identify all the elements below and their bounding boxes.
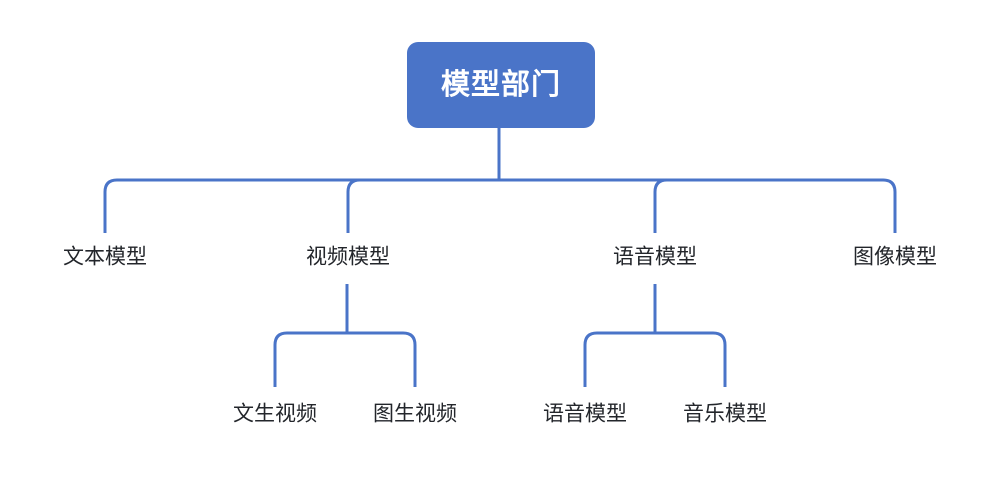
connector-video-subbus bbox=[273, 331, 417, 387]
node-image-model[interactable]: 图像模型 bbox=[853, 245, 937, 269]
connector-main-bus bbox=[103, 178, 897, 233]
connector-speech-subbus bbox=[583, 331, 727, 387]
node-text-model[interactable]: 文本模型 bbox=[63, 245, 147, 269]
node-image-to-video[interactable]: 图生视频 bbox=[373, 402, 457, 426]
connector-drop-speech bbox=[653, 178, 668, 233]
connector-drop-video bbox=[346, 178, 361, 233]
node-voice-model[interactable]: 语音模型 bbox=[543, 402, 627, 426]
root-node[interactable]: 模型部门 bbox=[407, 42, 595, 128]
node-text-to-video[interactable]: 文生视频 bbox=[233, 402, 317, 426]
root-node-label: 模型部门 bbox=[440, 68, 561, 101]
node-music-model[interactable]: 音乐模型 bbox=[683, 402, 767, 426]
node-speech-model[interactable]: 语音模型 bbox=[613, 245, 697, 269]
node-video-model[interactable]: 视频模型 bbox=[306, 245, 390, 269]
